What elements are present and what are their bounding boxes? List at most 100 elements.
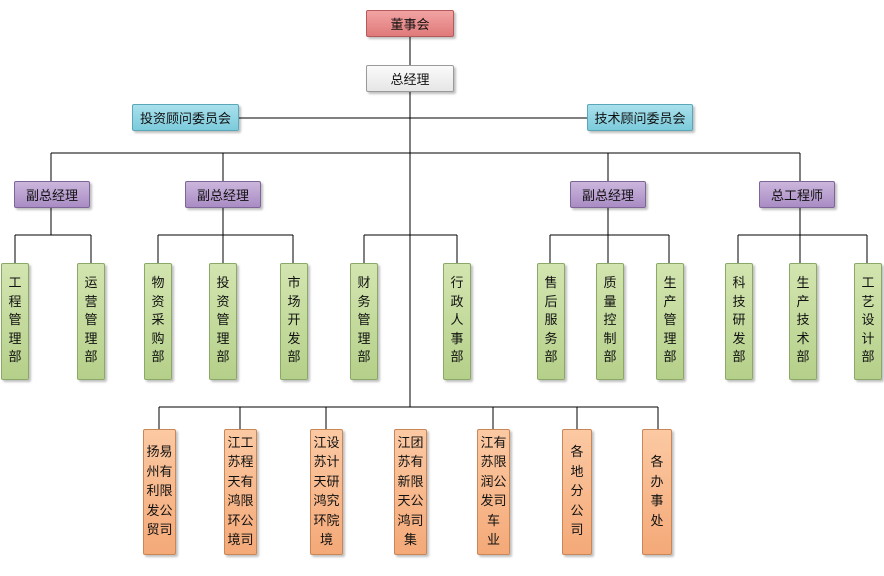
department-char: 后	[544, 294, 558, 310]
department-box: 物资采购部	[144, 263, 172, 380]
subsidiary-label: 扬易州有利限发公贸司	[146, 445, 173, 539]
department-char: 投	[216, 276, 230, 292]
department-char: 量	[603, 294, 617, 310]
department-char: 市	[287, 276, 301, 292]
department-char: 部	[861, 350, 875, 366]
department-char: 购	[151, 331, 165, 347]
technical-committee-box: 技术顾问委员会	[587, 104, 693, 131]
general-manager-box: 总经理	[366, 65, 454, 92]
department-char: 人	[450, 313, 464, 329]
department-char: 生	[796, 276, 810, 292]
department-char: 理	[8, 331, 22, 347]
department-char: 研	[732, 313, 746, 329]
department-char: 控	[603, 313, 617, 329]
department-char: 部	[544, 350, 558, 366]
department-box: 生产技术部	[789, 263, 817, 380]
department-char: 售	[544, 276, 558, 292]
department-box: 市场开发部	[280, 263, 308, 380]
subsidiary-box: 江设苏计天研鸿究环院境	[310, 429, 343, 555]
department-char: 部	[84, 350, 98, 366]
department-char: 部	[216, 350, 230, 366]
department-char: 部	[732, 350, 746, 366]
department-char: 资	[151, 294, 165, 310]
department-char: 运	[84, 276, 98, 292]
department-box: 科技研发部	[725, 263, 753, 380]
department-char: 产	[663, 294, 677, 310]
investment-committee-box: 投资顾问委员会	[132, 104, 239, 131]
department-box: 生产管理部	[656, 263, 684, 380]
subsidiary-box: 江工苏程天有鸿限环公境司	[224, 429, 257, 555]
department-box: 工程管理部	[1, 263, 29, 380]
department-char: 质	[603, 276, 617, 292]
department-char: 发	[732, 331, 746, 347]
department-box: 工艺设计部	[854, 263, 882, 380]
subsidiary-box: 各地分公司	[562, 429, 592, 555]
department-char: 物	[151, 276, 165, 292]
subsidiary-label: 各办事处	[650, 455, 664, 529]
department-box: 售后服务部	[537, 263, 565, 380]
subsidiary-label: 江工苏程天有鸿限环公境司	[227, 435, 254, 549]
department-char: 设	[861, 313, 875, 329]
department-char: 采	[151, 313, 165, 329]
department-box: 财务管理部	[350, 263, 378, 380]
subsidiary-label: 各地分公司	[570, 445, 584, 539]
department-char: 技	[796, 313, 810, 329]
deputy-gm-box-2: 副总经理	[185, 181, 261, 208]
department-char: 计	[861, 331, 875, 347]
chief-engineer-box: 总工程师	[759, 181, 835, 208]
department-char: 产	[796, 294, 810, 310]
subsidiary-label: 江有苏限润公发司车业	[480, 435, 507, 549]
department-char: 行	[450, 276, 464, 292]
department-char: 理	[84, 331, 98, 347]
subsidiary-label: 江设苏计天研鸿究环院境	[313, 435, 340, 549]
department-char: 工	[8, 276, 22, 292]
department-char: 术	[796, 331, 810, 347]
subsidiary-box: 江有苏限润公发司车业	[477, 429, 510, 555]
department-char: 管	[84, 313, 98, 329]
department-char: 务	[357, 294, 371, 310]
department-char: 部	[663, 350, 677, 366]
department-char: 开	[287, 313, 301, 329]
department-char: 理	[357, 331, 371, 347]
board-box: 董事会	[366, 10, 454, 37]
department-char: 生	[663, 276, 677, 292]
department-box: 投资管理部	[209, 263, 237, 380]
department-char: 理	[663, 331, 677, 347]
department-char: 制	[603, 331, 617, 347]
department-char: 服	[544, 313, 558, 329]
department-char: 财	[357, 276, 371, 292]
department-char: 部	[603, 350, 617, 366]
department-box: 行政人事部	[443, 263, 471, 380]
subsidiary-label: 江团苏有新限天公鸿司集	[397, 435, 424, 549]
department-char: 发	[287, 331, 301, 347]
department-char: 管	[663, 313, 677, 329]
department-char: 营	[84, 294, 98, 310]
subsidiary-box: 各办事处	[642, 429, 672, 555]
department-char: 管	[357, 313, 371, 329]
department-char: 政	[450, 294, 464, 310]
department-char: 部	[796, 350, 810, 366]
subsidiary-box: 扬易州有利限发公贸司	[143, 429, 176, 555]
department-box: 质量控制部	[596, 263, 624, 380]
department-char: 部	[450, 350, 464, 366]
department-char: 部	[357, 350, 371, 366]
deputy-gm-box-1: 副总经理	[14, 181, 90, 208]
department-char: 场	[287, 294, 301, 310]
deputy-gm-box-3: 副总经理	[570, 181, 646, 208]
department-char: 科	[732, 276, 746, 292]
department-char: 理	[216, 331, 230, 347]
department-char: 工	[861, 276, 875, 292]
department-char: 部	[151, 350, 165, 366]
subsidiary-box: 江团苏有新限天公鸿司集	[394, 429, 427, 555]
department-char: 部	[287, 350, 301, 366]
department-char: 资	[216, 294, 230, 310]
department-box: 运营管理部	[77, 263, 105, 380]
department-char: 管	[216, 313, 230, 329]
department-char: 管	[8, 313, 22, 329]
department-char: 技	[732, 294, 746, 310]
department-char: 部	[8, 350, 22, 366]
department-char: 程	[8, 294, 22, 310]
department-char: 事	[450, 331, 464, 347]
